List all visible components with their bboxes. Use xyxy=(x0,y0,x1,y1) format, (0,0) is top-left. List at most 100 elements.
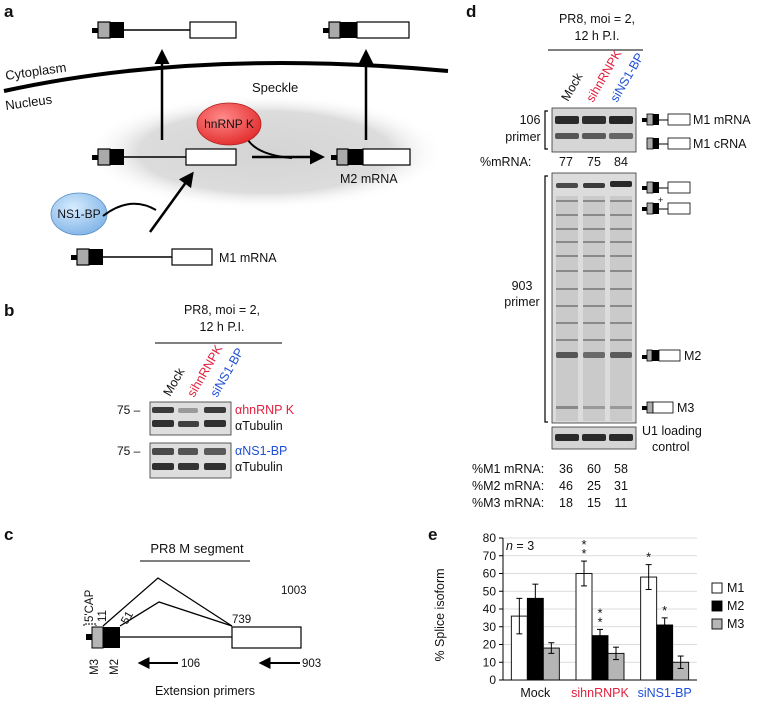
c-splice-inner xyxy=(119,601,233,627)
e-legend-label: M1 xyxy=(727,581,744,595)
panel-c: c PR8 M segment 5'CAP 11 51 739 1003 M3 … xyxy=(4,525,321,698)
c-exon-black xyxy=(103,627,120,648)
ns1bp-curved-arrow xyxy=(102,202,157,217)
d-pct-mrna-label: %mRNA: xyxy=(480,155,531,169)
b-blot2-label2: αTubulin xyxy=(235,460,283,474)
e-ytick-label: 0 xyxy=(489,673,496,687)
chart-e: 01020304050607080Mock****sihnRNPK**siNS1… xyxy=(483,531,745,700)
panel-letter-d: d xyxy=(466,2,476,21)
panel-letter-c: c xyxy=(4,525,13,544)
nucleus-label: Nucleus xyxy=(4,92,53,113)
d-pct-mrna-mock: 77 xyxy=(559,155,573,169)
c-label-51: 51 xyxy=(119,609,136,626)
e-ytick-label: 70 xyxy=(483,549,497,563)
d-row-m3-v2: 15 xyxy=(587,496,601,510)
c-cap-box xyxy=(86,634,92,640)
e-significance-star: * xyxy=(597,614,602,629)
d-row-m3-label: %M3 mRNA: xyxy=(472,496,544,510)
panel-a: a Cytoplasm Nucleus xyxy=(3,2,449,266)
d-row-m3-v1: 18 xyxy=(559,496,573,510)
b-condition-line2: 12 h P.I. xyxy=(200,320,245,334)
c-label-m3: M3 xyxy=(89,659,101,675)
c-label-cap: 5'CAP xyxy=(84,589,96,622)
d-row-m2-label: %M2 mRNA: xyxy=(472,479,544,493)
e-bar-m2 xyxy=(656,624,674,681)
e-ytick-label: 80 xyxy=(483,531,497,545)
panel-letter-b: b xyxy=(4,301,14,320)
d-condition-line1: PR8, moi = 2, xyxy=(559,12,635,26)
d-m1crna-label: M1 cRNA xyxy=(693,137,747,151)
d-m1mrna-label: M1 mRNA xyxy=(693,113,751,127)
d-m1mrna-glyph xyxy=(642,113,691,126)
c-label-739: 739 xyxy=(232,614,251,626)
d-row-m1-v1: 36 xyxy=(559,462,573,476)
e-legend-swatch xyxy=(711,600,723,612)
hnrnpk-label: hnRNP K xyxy=(204,117,254,131)
e-ylabel: % Splice isoform xyxy=(433,568,447,661)
d-primer903-l1: 903 xyxy=(512,279,533,293)
ns1bp-arrow xyxy=(148,171,194,233)
m1-mrna-label-a: M1 mRNA xyxy=(219,251,277,265)
c-label-m2: M2 xyxy=(109,659,121,675)
d-row-m3-v3: 11 xyxy=(615,496,628,510)
e-n-italic: n xyxy=(506,539,513,553)
d-unspliced-glyphs: + xyxy=(642,181,691,215)
ns1bp-label: NS1-BP xyxy=(57,207,100,221)
gel-903-primer xyxy=(551,172,637,424)
c-label-903: 903 xyxy=(302,658,321,670)
e-ytick-label: 40 xyxy=(483,602,497,616)
e-bar-m1 xyxy=(640,576,658,681)
panel-letter-a: a xyxy=(4,2,14,21)
e-ytick-label: 30 xyxy=(483,620,497,634)
d-bracket-903 xyxy=(544,175,548,423)
d-lane-mock: Mock xyxy=(558,70,585,104)
e-ytick-label: 20 xyxy=(483,638,497,652)
e-n-label: n = 3 xyxy=(506,539,534,553)
d-row-m2-v3: 31 xyxy=(614,479,628,493)
d-u1-l1: U1 loading xyxy=(642,424,702,438)
d-m2-glyph xyxy=(642,349,681,362)
d-row-m2-v1: 46 xyxy=(559,479,573,493)
panel-b: b PR8, moi = 2, 12 h P.I. Mock sihnRNPK … xyxy=(4,301,295,479)
transcript-nucleus-m2 xyxy=(331,148,411,166)
e-significance-star: * xyxy=(662,603,667,618)
e-ytick-label: 10 xyxy=(483,655,497,669)
c-exon-gray xyxy=(91,626,104,649)
c-title: PR8 M segment xyxy=(150,541,244,556)
c-primers-label: Extension primers xyxy=(155,684,255,698)
d-primer903-l2: primer xyxy=(504,295,539,309)
gel-106-primer xyxy=(551,107,637,153)
b-marker-75-2: 75 – xyxy=(117,444,141,458)
c-label-11: 11 xyxy=(97,610,109,622)
e-legend-label: M2 xyxy=(727,599,744,613)
svg-text:+: + xyxy=(658,195,663,205)
b-blot1-label1: αhnRNP K xyxy=(235,403,295,417)
e-significance-star: * xyxy=(597,605,602,620)
transcript-bottom-m1 xyxy=(71,248,213,266)
d-row-m1-v3: 58 xyxy=(614,462,628,476)
panel-letter-e: e xyxy=(428,525,437,544)
d-u1-l2: control xyxy=(652,440,690,454)
hnrnpk-curved-arrow xyxy=(247,139,293,159)
b-blot2-label1: αNS1-BP xyxy=(235,444,287,458)
d-m3-glyph xyxy=(642,401,674,414)
e-category-label: Mock xyxy=(520,686,551,700)
hnrnpk-protein xyxy=(196,102,262,146)
b-marker-75-1: 75 – xyxy=(117,403,141,417)
transcript-cytoplasm-m2 xyxy=(323,21,410,39)
e-category-label: siNS1-BP xyxy=(638,686,692,700)
e-category-label: sihnRNPK xyxy=(571,686,629,700)
d-bracket-106 xyxy=(544,110,548,150)
d-row-m1-v2: 60 xyxy=(587,462,601,476)
panel-d: d PR8, moi = 2, 12 h P.I. Mock sihnRNPK … xyxy=(466,2,751,510)
d-pct-mrna-sins1bp: 84 xyxy=(614,155,628,169)
d-m2-label: M2 xyxy=(684,349,701,363)
nuclear-membrane xyxy=(3,61,449,93)
c-label-1003: 1003 xyxy=(281,585,307,597)
m2-mrna-label: M2 mRNA xyxy=(340,172,398,186)
e-significance-star: * xyxy=(581,537,586,552)
blot-hnrnpk xyxy=(149,401,232,436)
gel-u1-control xyxy=(551,426,637,450)
c-cap-bracket xyxy=(83,623,97,626)
